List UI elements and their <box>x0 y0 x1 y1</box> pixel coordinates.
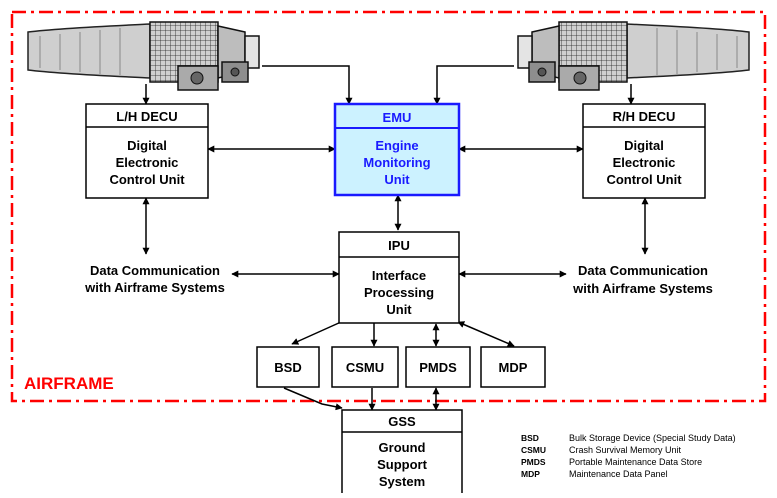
bsd-to-gss <box>283 387 343 411</box>
legend-abbr-csmu: CSMU <box>521 445 546 455</box>
rh-decu-line-2: Electronic <box>613 155 676 170</box>
airframe-boundary <box>10 10 767 403</box>
rh-decu-line-3: Control Unit <box>606 172 682 187</box>
right-engine-to-emu <box>433 65 514 105</box>
legend-desc-csmu: Crash Survival Memory Unit <box>569 445 682 455</box>
lh-decu-line-1: Digital <box>127 138 167 153</box>
left-engine-to-emu <box>262 65 353 105</box>
csmu-box: CSMU <box>331 346 399 388</box>
lh-decu-line-3: Control Unit <box>109 172 185 187</box>
pmds-label: PMDS <box>419 360 457 375</box>
gss-box: GSS Ground Support System <box>341 409 463 497</box>
rh-decu-box: R/H DECU Digital Electronic Control Unit <box>582 103 706 199</box>
pmds-box: PMDS <box>405 346 471 388</box>
ipu-line-3: Unit <box>386 302 412 317</box>
data-comm-left-line-2: with Airframe Systems <box>84 280 225 295</box>
rh-decu-line-1: Digital <box>624 138 664 153</box>
gss-title: GSS <box>388 414 416 429</box>
lh-decu-title: L/H DECU <box>116 109 177 124</box>
data-comm-right-line-2: with Airframe Systems <box>572 281 713 296</box>
data-comm-right-line-1: Data Communication <box>578 263 708 278</box>
ipu-title: IPU <box>388 238 410 253</box>
left-engine-icon <box>27 21 260 91</box>
legend-desc-bsd: Bulk Storage Device (Special Study Data) <box>569 433 736 443</box>
bsd-box: BSD <box>256 346 320 388</box>
ipu-box: IPU Interface Processing Unit <box>338 231 460 324</box>
gss-line-3: System <box>379 474 425 489</box>
connectors <box>142 65 649 411</box>
legend-desc-mdp: Maintenance Data Panel <box>569 469 668 479</box>
legend-abbr-pmds: PMDS <box>521 457 546 467</box>
legend-abbr-bsd: BSD <box>521 433 539 443</box>
data-comm-right: Data Communication with Airframe Systems <box>572 263 713 296</box>
data-comm-left-line-1: Data Communication <box>90 263 220 278</box>
bsd-label: BSD <box>274 360 301 375</box>
emu-line-1: Engine <box>375 138 418 153</box>
emu-box: EMU Engine Monitoring Unit <box>333 102 461 197</box>
lh-decu-box: L/H DECU Digital Electronic Control Unit <box>85 103 209 199</box>
legend-abbr-mdp: MDP <box>521 469 540 479</box>
ipu-line-2: Processing <box>364 285 434 300</box>
ipu-line-1: Interface <box>372 268 426 283</box>
airframe-label: AIRFRAME <box>24 374 114 393</box>
data-comm-left: Data Communication with Airframe Systems <box>84 263 225 295</box>
ipu-mdp-link <box>457 321 515 347</box>
legend-desc-pmds: Portable Maintenance Data Store <box>569 457 702 467</box>
emu-line-2: Monitoring <box>363 155 430 170</box>
emu-title: EMU <box>383 110 412 125</box>
right-engine-icon <box>517 21 750 91</box>
emu-line-3: Unit <box>384 172 410 187</box>
legend: BSD Bulk Storage Device (Special Study D… <box>521 433 736 479</box>
gss-line-1: Ground <box>379 440 426 455</box>
lh-decu-line-2: Electronic <box>116 155 179 170</box>
rh-decu-title: R/H DECU <box>613 109 676 124</box>
csmu-label: CSMU <box>346 360 384 375</box>
mdp-label: MDP <box>499 360 528 375</box>
mdp-box: MDP <box>480 346 546 388</box>
ipu-to-bsd <box>291 321 342 345</box>
gss-line-2: Support <box>377 457 427 472</box>
